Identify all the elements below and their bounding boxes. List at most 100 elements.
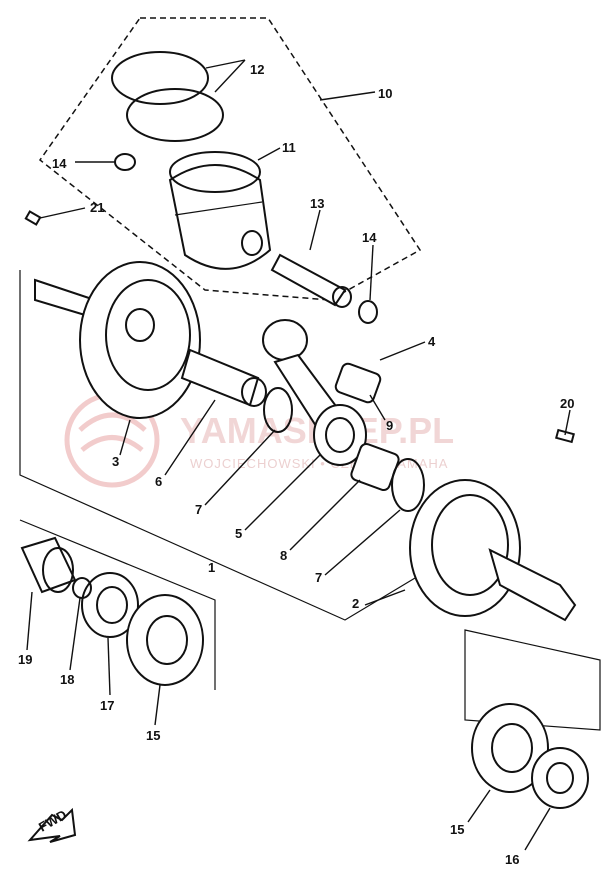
piston-ring-groove bbox=[174, 201, 263, 216]
oil-seal-16-bore bbox=[546, 762, 574, 794]
callout-7-right: 7 bbox=[315, 570, 322, 585]
leader-21 bbox=[39, 207, 86, 219]
callout-13: 13 bbox=[310, 196, 324, 211]
leader-16 bbox=[524, 807, 551, 851]
callout-20: 20 bbox=[560, 396, 574, 411]
piston-crown bbox=[169, 151, 261, 193]
piston-ring-top bbox=[111, 51, 209, 105]
leader-10 bbox=[319, 91, 376, 101]
callout-12: 12 bbox=[250, 62, 264, 77]
leader-6 bbox=[164, 399, 216, 476]
collar-19 bbox=[20, 536, 77, 594]
callout-8: 8 bbox=[280, 548, 287, 563]
right-crank-disc bbox=[409, 479, 521, 617]
callout-4: 4 bbox=[428, 334, 436, 349]
right-crank-shaft bbox=[488, 548, 577, 622]
oil-seal-16 bbox=[531, 747, 589, 809]
right-bearing-bracket bbox=[464, 629, 601, 731]
piston-body bbox=[168, 164, 272, 270]
right-crank-web bbox=[431, 494, 509, 596]
callout-11: 11 bbox=[282, 140, 296, 155]
piston-ring-bottom bbox=[126, 88, 224, 142]
oil-seal-17 bbox=[81, 572, 139, 638]
leader-8 bbox=[289, 479, 361, 551]
leader-17 bbox=[107, 637, 111, 696]
front-arrow-icon bbox=[27, 807, 77, 843]
thrust-washer-right bbox=[391, 458, 425, 512]
callout-14-left: 14 bbox=[52, 156, 67, 171]
piston-kit-outline bbox=[38, 17, 422, 301]
leader-5 bbox=[244, 454, 321, 531]
bearing-15-right bbox=[471, 703, 549, 793]
leader-11 bbox=[257, 147, 281, 161]
bearing-15-left-bore bbox=[146, 615, 188, 665]
leader-18 bbox=[69, 597, 81, 671]
callout-3: 3 bbox=[112, 454, 119, 469]
piston-rings bbox=[111, 51, 224, 142]
leader-15a bbox=[154, 684, 161, 726]
piston bbox=[168, 151, 272, 270]
spacer-18 bbox=[72, 577, 92, 599]
piston-pin-clip-left bbox=[114, 153, 136, 171]
callout-16: 16 bbox=[505, 852, 519, 867]
leader-19 bbox=[26, 591, 33, 651]
leader-14b bbox=[369, 244, 374, 301]
thrust-washer-left bbox=[263, 387, 293, 433]
oil-seal-17-bore bbox=[96, 586, 128, 624]
small-end-bearing-body bbox=[334, 362, 382, 404]
callout-10: 10 bbox=[378, 86, 392, 101]
right-bearing-group bbox=[464, 629, 601, 809]
leader-4 bbox=[379, 341, 426, 361]
callout-labels: 12 10 11 14 13 14 21 4 9 20 3 6 7 5 1 8 … bbox=[18, 62, 574, 867]
crank-pin bbox=[180, 348, 267, 407]
callout-19: 19 bbox=[18, 652, 32, 667]
piston-pin-clip-right bbox=[358, 300, 378, 324]
callout-15-right: 15 bbox=[450, 822, 464, 837]
crank-assembly-bracket bbox=[19, 270, 471, 621]
left-bearing-bracket bbox=[19, 519, 216, 690]
left-crank-wheel bbox=[34, 261, 201, 419]
left-bearing-group bbox=[19, 519, 216, 690]
crank-pin-end bbox=[241, 377, 267, 407]
conrod-big-end-bore bbox=[325, 417, 355, 453]
callout-6: 6 bbox=[155, 474, 162, 489]
leader-15b bbox=[467, 789, 491, 823]
watermark-logo-mark bbox=[78, 412, 147, 452]
collar-19-end bbox=[42, 547, 74, 593]
left-crank-web bbox=[105, 279, 191, 391]
leader-lines bbox=[26, 59, 571, 851]
conrod-small-end bbox=[262, 319, 308, 361]
conrod-big-end bbox=[313, 404, 367, 466]
callout-17: 17 bbox=[100, 698, 114, 713]
callout-1: 1 bbox=[208, 560, 215, 575]
piston-pin bbox=[270, 253, 352, 308]
callout-7-left: 7 bbox=[195, 502, 202, 517]
callout-9: 9 bbox=[386, 418, 393, 433]
piston-pin-boss bbox=[241, 230, 263, 256]
leader-9 bbox=[369, 394, 386, 421]
callout-15-left: 15 bbox=[146, 728, 160, 743]
callout-5: 5 bbox=[235, 526, 242, 541]
callout-14-right: 14 bbox=[362, 230, 377, 245]
callout-21: 21 bbox=[90, 200, 104, 215]
crank-pin-body bbox=[180, 348, 260, 407]
leader-13 bbox=[309, 209, 321, 251]
leader-7b bbox=[324, 509, 401, 576]
leader-2 bbox=[364, 589, 406, 606]
leader-7a bbox=[204, 429, 276, 506]
right-crank-wheel bbox=[409, 479, 577, 622]
bearing-15-left bbox=[126, 594, 204, 686]
pin-21 bbox=[24, 210, 42, 226]
small-end-bearing bbox=[334, 362, 382, 404]
callout-18: 18 bbox=[60, 672, 74, 687]
leader-12 bbox=[205, 59, 246, 93]
leader-20 bbox=[564, 409, 571, 436]
callout-2: 2 bbox=[352, 596, 359, 611]
front-arrow-shape bbox=[27, 807, 77, 843]
piston-pin-body bbox=[270, 253, 347, 307]
leader-3 bbox=[119, 419, 131, 456]
piston-pin-end bbox=[332, 286, 352, 308]
connecting-rod bbox=[262, 319, 367, 466]
bearing-15-right-bore bbox=[491, 723, 533, 773]
